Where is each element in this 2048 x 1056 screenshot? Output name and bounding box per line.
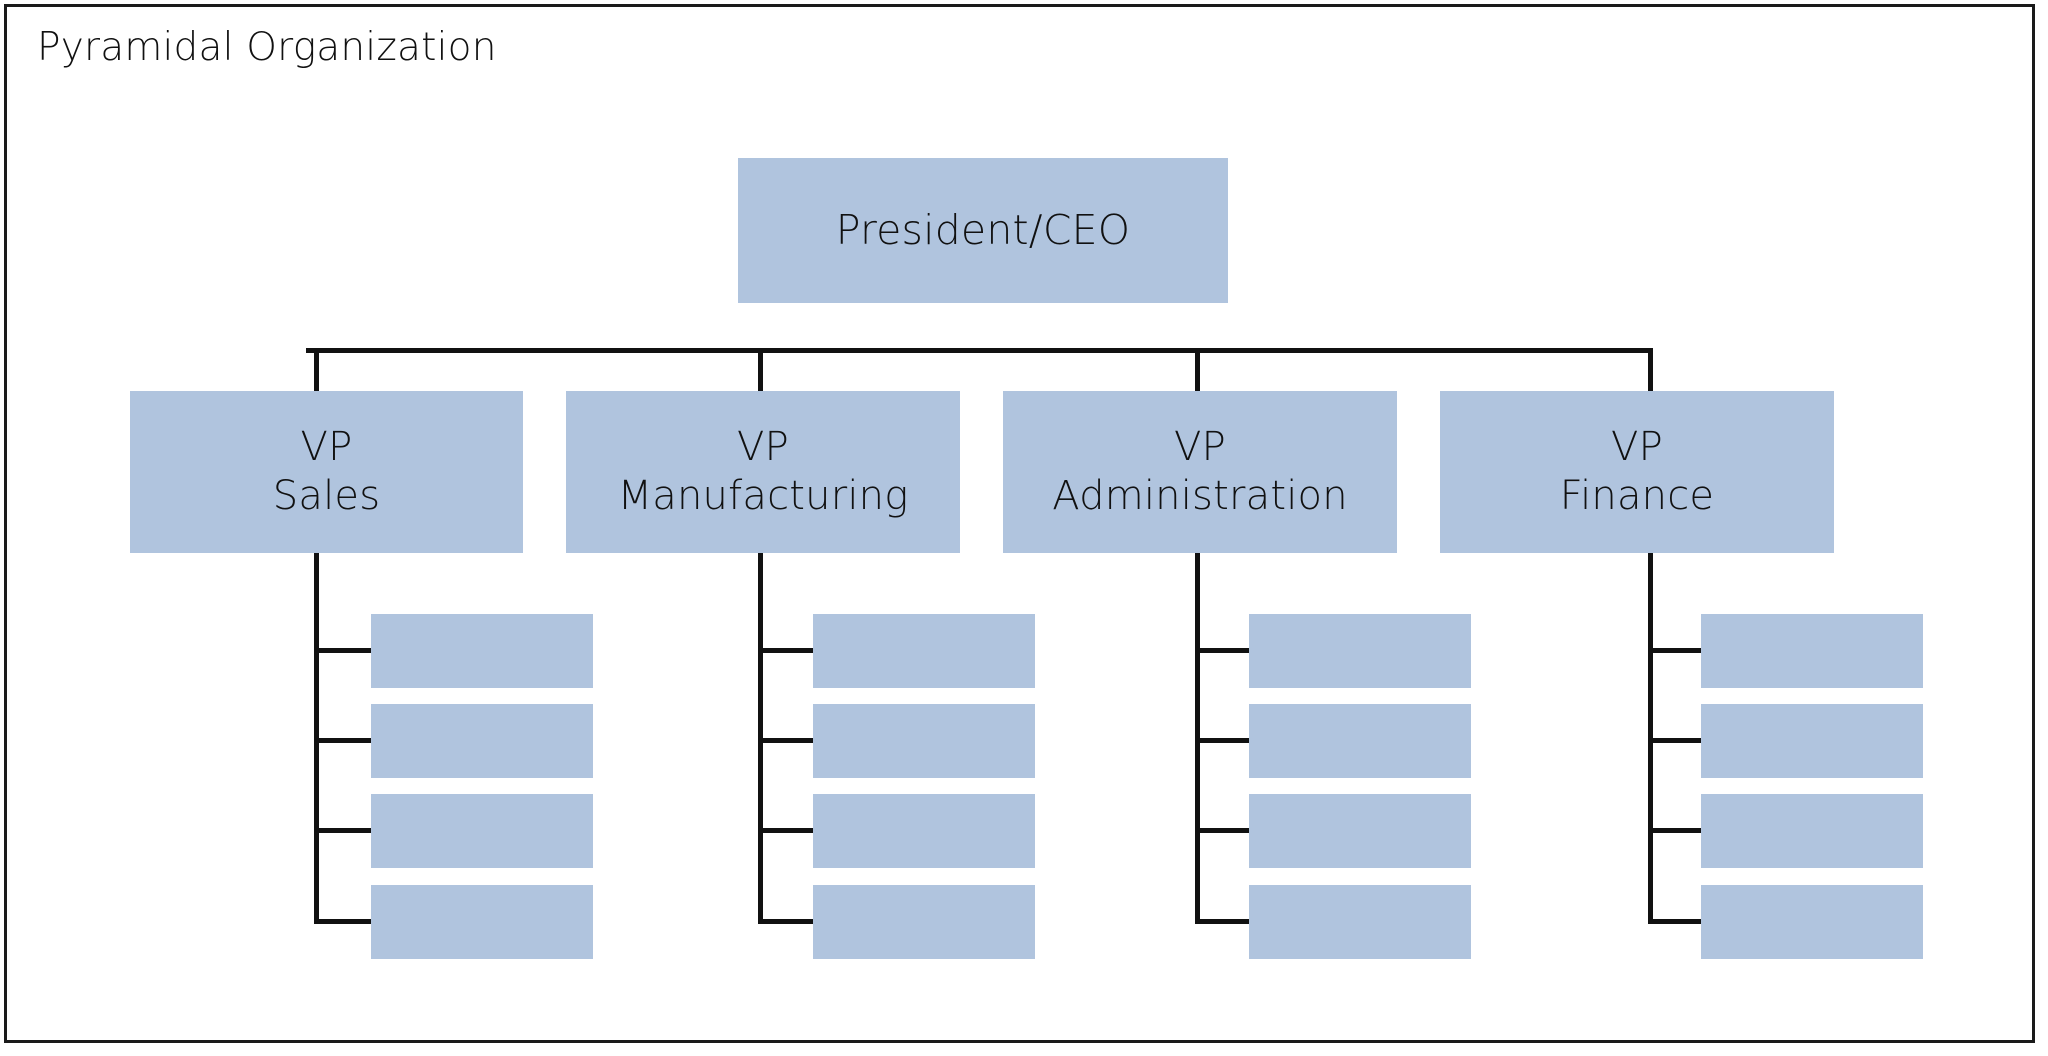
connector-bus-to-finance bbox=[1648, 348, 1653, 391]
node-department-finance-3[interactable] bbox=[1701, 794, 1923, 868]
branch-administration-3 bbox=[1195, 828, 1253, 833]
node-vp-administration[interactable]: VP Administration bbox=[1003, 391, 1397, 553]
node-department-sales-2[interactable] bbox=[371, 704, 593, 778]
branch-administration-4 bbox=[1195, 919, 1253, 924]
branch-manufacturing-1 bbox=[758, 648, 817, 653]
node-department-sales-4[interactable] bbox=[371, 885, 593, 959]
connector-bus-to-administration bbox=[1195, 348, 1200, 391]
node-department-finance-1[interactable] bbox=[1701, 614, 1923, 688]
branch-finance-1 bbox=[1648, 648, 1705, 653]
node-label: President/CEO bbox=[835, 206, 1131, 255]
branch-sales-2 bbox=[314, 738, 375, 743]
connector-bus-to-sales bbox=[314, 348, 319, 391]
branch-manufacturing-4 bbox=[758, 919, 817, 924]
node-department-administration-2[interactable] bbox=[1249, 704, 1471, 778]
branch-manufacturing-3 bbox=[758, 828, 817, 833]
node-department-administration-3[interactable] bbox=[1249, 794, 1471, 868]
node-department-manufacturing-3[interactable] bbox=[813, 794, 1035, 868]
diagram-frame: Pyramidal Organization President/CEO VP S… bbox=[4, 4, 2035, 1043]
connector-bus-to-manufacturing bbox=[758, 348, 763, 391]
node-department-manufacturing-2[interactable] bbox=[813, 704, 1035, 778]
node-vp-finance[interactable]: VP Finance bbox=[1440, 391, 1834, 553]
branch-sales-4 bbox=[314, 919, 375, 924]
branch-finance-2 bbox=[1648, 738, 1705, 743]
node-vp-sales[interactable]: VP Sales bbox=[130, 391, 523, 553]
node-department-sales-1[interactable] bbox=[371, 614, 593, 688]
branch-administration-1 bbox=[1195, 648, 1253, 653]
page-title: Pyramidal Organization bbox=[37, 25, 497, 70]
node-label: VP Manufacturing bbox=[617, 424, 909, 519]
node-department-administration-1[interactable] bbox=[1249, 614, 1471, 688]
node-department-manufacturing-4[interactable] bbox=[813, 885, 1035, 959]
node-department-manufacturing-1[interactable] bbox=[813, 614, 1035, 688]
branch-manufacturing-2 bbox=[758, 738, 817, 743]
node-department-administration-4[interactable] bbox=[1249, 885, 1471, 959]
branch-finance-3 bbox=[1648, 828, 1705, 833]
node-department-finance-4[interactable] bbox=[1701, 885, 1923, 959]
node-department-finance-2[interactable] bbox=[1701, 704, 1923, 778]
node-label: VP Sales bbox=[272, 424, 381, 519]
branch-sales-3 bbox=[314, 828, 375, 833]
node-president-ceo[interactable]: President/CEO bbox=[738, 158, 1228, 303]
node-department-sales-3[interactable] bbox=[371, 794, 593, 868]
node-vp-manufacturing[interactable]: VP Manufacturing bbox=[566, 391, 960, 553]
branch-administration-2 bbox=[1195, 738, 1253, 743]
node-label: VP Finance bbox=[1559, 424, 1715, 519]
bus-horizontal bbox=[306, 348, 1653, 353]
branch-sales-1 bbox=[314, 648, 375, 653]
node-label: VP Administration bbox=[1052, 424, 1348, 519]
branch-finance-4 bbox=[1648, 919, 1705, 924]
